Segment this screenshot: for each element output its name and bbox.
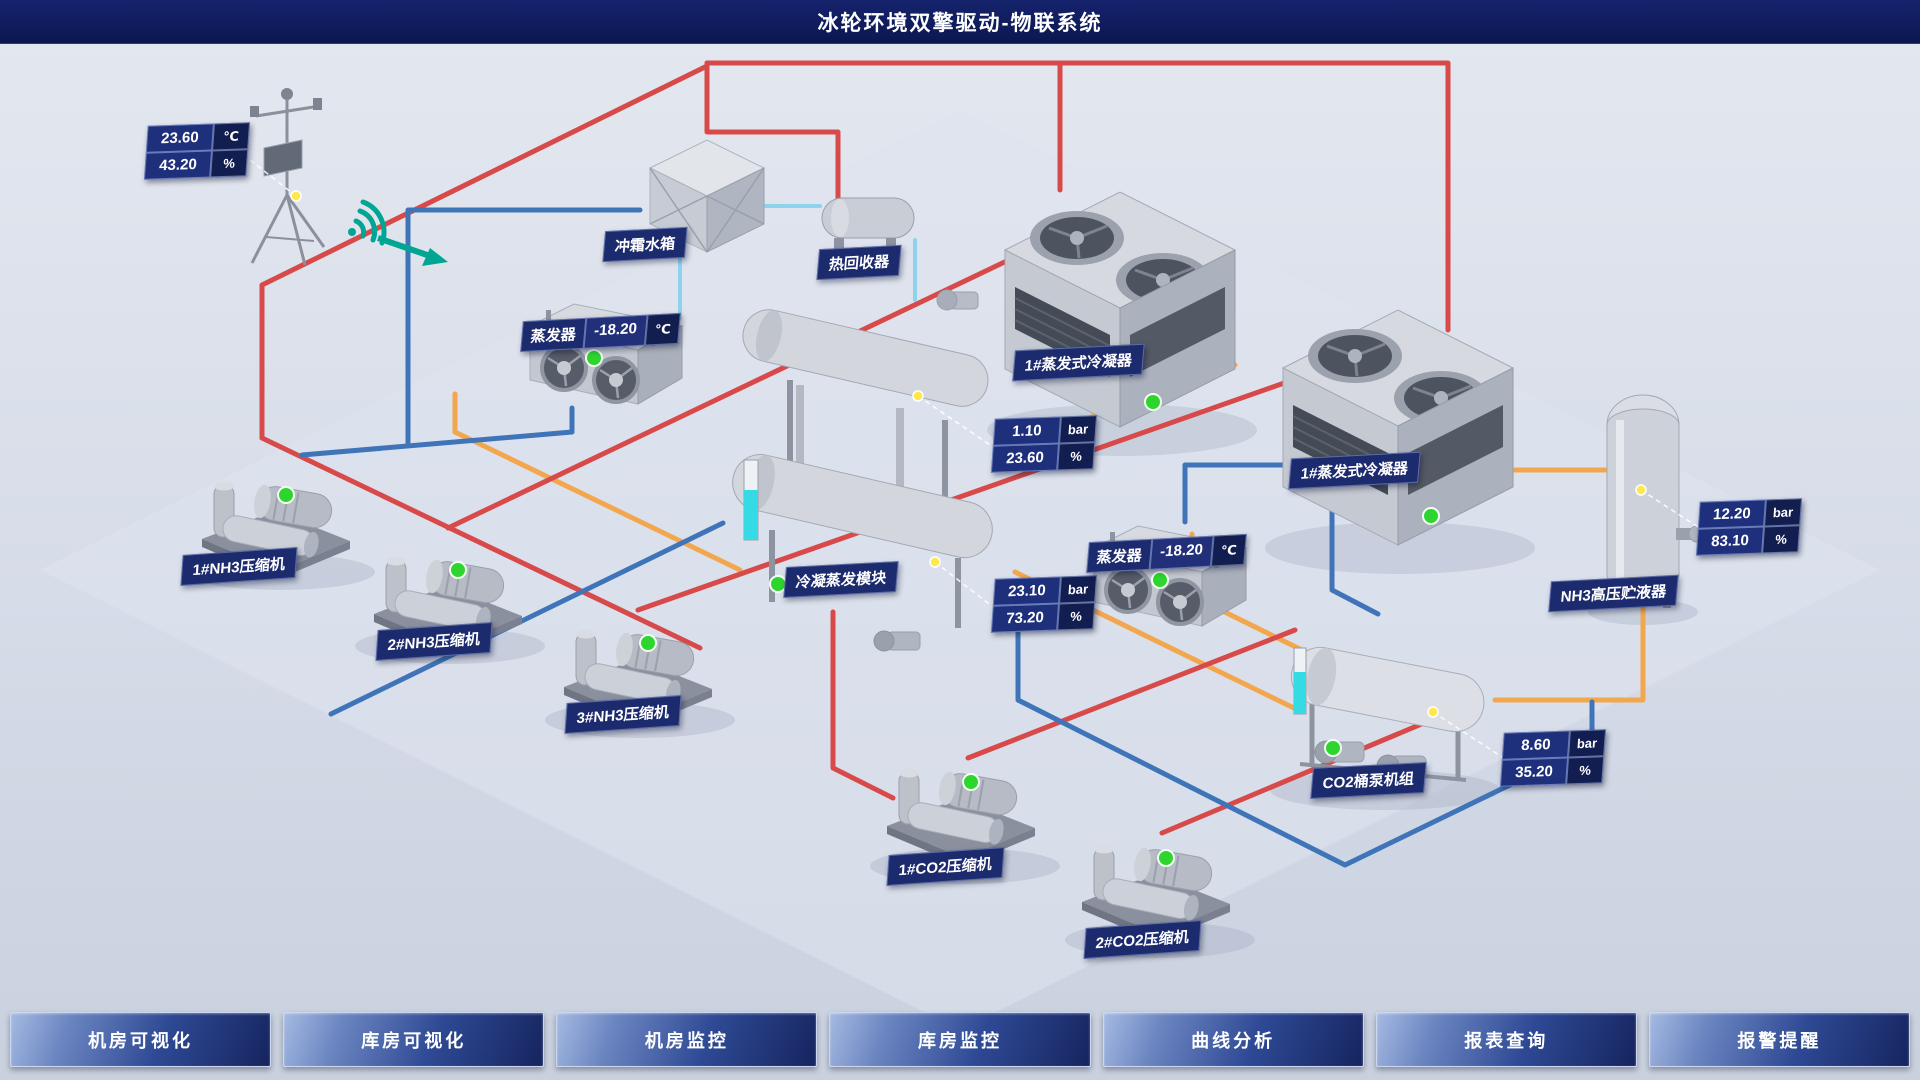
nav-curve-analysis[interactable]: 曲线分析: [1102, 1012, 1364, 1067]
evaporator-left-temp-unit: ℃: [644, 312, 682, 346]
module-bottom-level-unit: %: [1057, 602, 1096, 631]
status-indicator-dots: [585, 349, 1440, 757]
module-bottom-level-value: 73.20: [990, 603, 1060, 633]
defrost-tank-equipment: [648, 139, 766, 253]
nav-warehouse-visualization[interactable]: 库房可视化: [283, 1012, 545, 1067]
co2-unit-pressure-value: 8.60: [1501, 730, 1570, 760]
module-top-gauge: 1.10 bar 23.60 %: [990, 415, 1098, 473]
co2-unit-pressure-unit: bar: [1568, 729, 1607, 758]
page-title: 冰轮环境双擎驱动-物联系统: [817, 11, 1103, 35]
status-dot: [1144, 393, 1162, 411]
module-top-level-unit: %: [1057, 442, 1096, 471]
weather-humidity-unit: %: [210, 149, 249, 178]
sensor-dot: [290, 190, 302, 202]
pipe-suction-3: [405, 207, 643, 448]
weather-temp-unit: ℃: [212, 122, 251, 151]
evaporator-right-name: 蒸发器: [1086, 538, 1153, 574]
sensor-dot: [1427, 706, 1439, 718]
co2-pump-unit-label: CO2桶泵机组: [1310, 762, 1427, 799]
status-dot: [1151, 571, 1169, 589]
evaporator-right-temp: -18.20: [1149, 535, 1214, 570]
pipe-hot-4: [259, 63, 710, 441]
pipe-hot-3: [704, 60, 841, 203]
evaporator-right-label: 蒸发器 -18.20 ℃: [1086, 533, 1248, 574]
heat-recovery-label: 热回收器: [816, 244, 902, 281]
receiver-pressure-value: 12.20: [1697, 499, 1766, 529]
status-dot: [585, 349, 603, 367]
weather-temp-value: 23.60: [145, 123, 214, 153]
receiver-level-value: 83.10: [1695, 526, 1765, 556]
weather-gauge: 23.60 ℃ 43.20 %: [143, 122, 251, 180]
level-gauge-fill: [744, 490, 758, 540]
pipe-hot-1: [704, 60, 1451, 333]
nh3-compressor-1-label: 1#NH3压缩机: [180, 547, 298, 586]
module-bottom-pressure-value: 23.10: [992, 576, 1061, 606]
evaporator-right-temp-unit: ℃: [1210, 533, 1248, 567]
pipe-hot-5: [259, 435, 703, 651]
weather-humidity-value: 43.20: [143, 150, 213, 180]
co2-compressor-2-label: 2#CO2压缩机: [1083, 920, 1202, 959]
module-bottom-gauge: 23.10 bar 73.20 %: [990, 575, 1098, 633]
status-dot: [1422, 507, 1440, 525]
bottom-nav: 机房可视化 库房可视化 机房监控 库房监控 曲线分析 报表查询 报警提醒: [10, 1012, 1910, 1067]
nav-report-query[interactable]: 报表查询: [1375, 1012, 1637, 1067]
pipe-suction-2: [328, 520, 726, 717]
nav-alarm-alert[interactable]: 报警提醒: [1648, 1012, 1910, 1067]
pipe-hot-10: [830, 609, 896, 801]
nav-warehouse-monitoring[interactable]: 库房监控: [829, 1012, 1091, 1067]
signal-arrow-icon: [377, 235, 448, 266]
pipe-liquid-5: [452, 429, 743, 573]
evaporator-left-name: 蒸发器: [520, 317, 587, 353]
sensor-dot: [912, 390, 924, 402]
condenser-2-label: 1#蒸发式冷凝器: [1288, 451, 1421, 490]
weather-panel: [263, 139, 303, 177]
module-top-level-value: 23.60: [990, 443, 1060, 473]
pipe-suction-1: [299, 405, 575, 458]
water-pipes: [678, 204, 917, 320]
app-header: 冰轮环境双擎驱动-物联系统: [0, 0, 1920, 44]
nh3-compressor-2-label: 2#NH3压缩机: [375, 622, 493, 661]
nav-machine-room-monitoring[interactable]: 机房监控: [556, 1012, 818, 1067]
nh3-compressor-3-label: 3#NH3压缩机: [564, 695, 682, 734]
pipe-hot-8: [965, 627, 1298, 761]
cascade-module-label: 冷凝蒸发模块: [783, 561, 899, 598]
pipe-hot-7: [635, 379, 1290, 613]
hot-gas-pipes: [259, 60, 1465, 836]
evaporator-left-label: 蒸发器 -18.20 ℃: [520, 312, 682, 353]
receiver-level-unit: %: [1762, 525, 1801, 554]
nh3-receiver-label: NH3高压贮液器: [1548, 574, 1679, 613]
co2-unit-level-value: 35.20: [1499, 757, 1569, 787]
pipe-hot-6: [445, 254, 1018, 531]
pipe-liquid-3: [1492, 597, 1646, 703]
defrost-tank-label: 冲霜水箱: [602, 226, 688, 263]
receiver-pressure-unit: bar: [1764, 498, 1803, 527]
evaporator-left-temp: -18.20: [583, 314, 648, 349]
sensor-points: [290, 190, 1647, 718]
sensor-leader-lines: [249, 159, 1699, 758]
nh3-receiver-gauge: 12.20 bar 83.10 %: [1695, 498, 1803, 556]
water-pump-equipment: [936, 289, 979, 311]
sensor-dot: [929, 556, 941, 568]
status-dot: [1324, 739, 1342, 757]
module-top-pressure-unit: bar: [1059, 415, 1098, 444]
module-top-pressure-value: 1.10: [992, 416, 1061, 446]
nav-machine-room-visualization[interactable]: 机房可视化: [10, 1012, 272, 1067]
co2-compressor-1-label: 1#CO2压缩机: [886, 847, 1005, 886]
co2-pump-unit-gauge: 8.60 bar 35.20 %: [1499, 729, 1607, 787]
sensor-dot: [1635, 484, 1647, 496]
co2-unit-level-unit: %: [1566, 756, 1605, 785]
condenser-1-label: 1#蒸发式冷凝器: [1012, 343, 1145, 382]
weather-station: [250, 88, 326, 266]
cascade-module-equipment: [732, 309, 993, 652]
module-bottom-pressure-unit: bar: [1059, 575, 1098, 604]
